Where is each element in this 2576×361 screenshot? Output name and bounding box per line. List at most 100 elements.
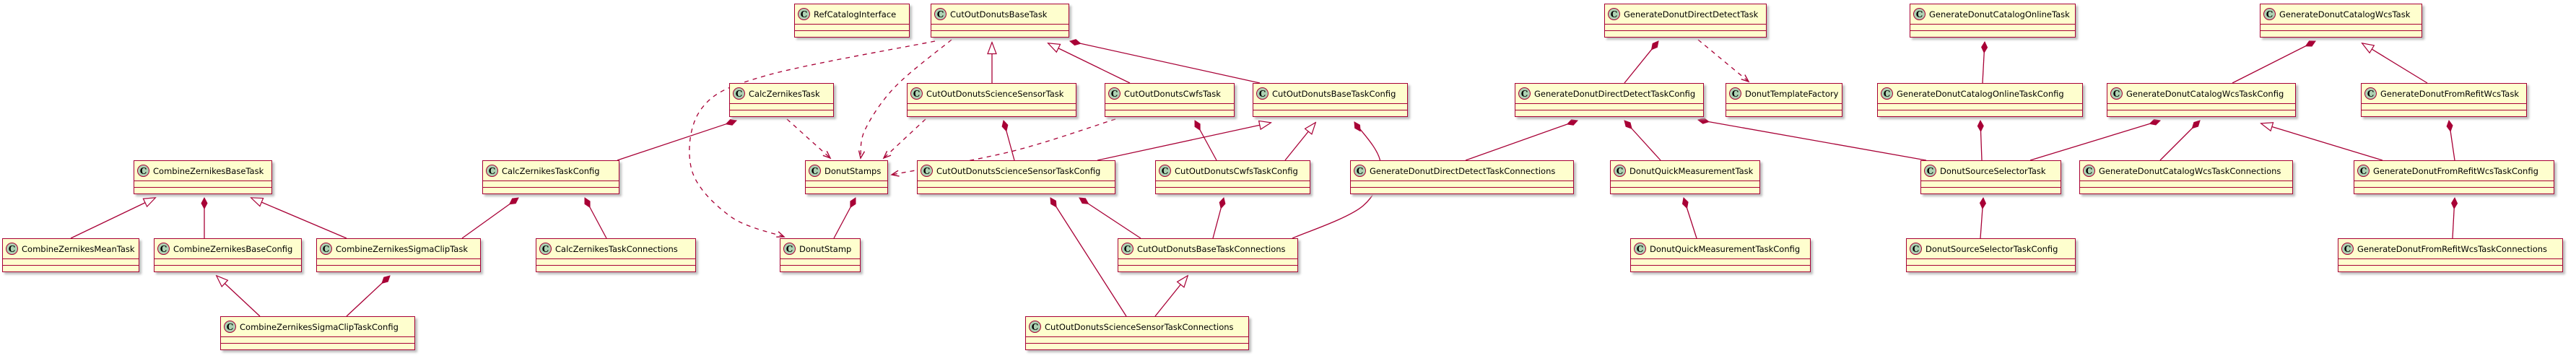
fields-compartment <box>2107 103 2295 110</box>
fields-compartment <box>134 180 271 187</box>
methods-compartment <box>221 343 414 349</box>
class-name-label: DonutStamp <box>799 243 852 254</box>
class-name-label: CutOutDonutsCwfsTask <box>1124 88 1221 99</box>
class-circle-icon: C <box>798 8 810 20</box>
edge-compose-DonutSourceSelectorTask-to-GenerateDonutDirectDetectTaskConfig <box>1698 120 1927 161</box>
edge-depend-CutOutDonutsBaseTask-to-DonutStamps <box>858 39 952 160</box>
methods-compartment <box>1907 265 2075 271</box>
class-name-label: GenerateDonutCatalogWcsTaskConnections <box>2099 165 2281 176</box>
class-name-label: CutOutDonutsBaseTaskConfig <box>1272 88 1396 99</box>
class-circle-icon: C <box>6 243 18 255</box>
edge-compose-DonutSourceSelectorTask-to-GenerateDonutCatalogOnlineTaskConfig <box>1980 121 1982 161</box>
class-name-label: CalcZernikesTask <box>749 88 820 99</box>
methods-compartment <box>155 265 301 271</box>
class-circle-icon: C <box>224 321 236 333</box>
class-circle-icon: C <box>137 165 149 177</box>
edge-compose-CalcZernikesTaskConfig-to-CalcZernikesTask <box>617 121 736 161</box>
edge-inherit-CutOutDonutsScienceSensorTaskConfig-to-CutOutDonutsBaseTaskConfig <box>1097 123 1271 161</box>
methods-compartment <box>1118 265 1297 271</box>
edge-inherit-CombineZernikesSigmaClipTask-to-CombineZernikesBaseTask <box>251 198 347 239</box>
class-name-label: GenerateDonutCatalogWcsTask <box>2279 9 2411 19</box>
fields-compartment <box>1605 24 1766 30</box>
class-box-CombineZernikesMeanTask[interactable]: C CombineZernikesMeanTask <box>2 238 139 272</box>
class-circle-icon: C <box>783 243 796 255</box>
class-box-CalcZernikesTask[interactable]: C CalcZernikesTask <box>729 83 834 117</box>
fields-compartment <box>1910 24 2075 30</box>
edge-compose-CutOutDonutsBaseTaskConfig-to-CutOutDonutsBaseTask <box>1070 41 1261 84</box>
class-circle-icon: C <box>1159 165 1171 177</box>
class-name-label: DonutTemplateFactory <box>1745 88 1839 99</box>
class-name-label: CombineZernikesMeanTask <box>22 243 135 254</box>
class-name-label: DonutSourceSelectorTask <box>1940 165 2046 176</box>
class-title: C CalcZernikesTask <box>730 84 833 103</box>
methods-compartment <box>2338 265 2562 271</box>
class-circle-icon: C <box>1614 165 1626 177</box>
class-circle-icon: C <box>733 87 745 100</box>
methods-compartment <box>317 265 480 271</box>
edge-compose-CombineZernikesSigmaClipTaskConfig-to-CombineZernikesSigmaClipTask <box>346 276 390 317</box>
class-name-label: DonutQuickMeasurementTaskConfig <box>1650 243 1801 254</box>
class-name-label: GenerateDonutDirectDetectTaskConfig <box>1534 88 1696 99</box>
methods-compartment <box>1351 187 1573 193</box>
class-name-label: GenerateDonutDirectDetectTaskConnections <box>1370 165 1556 176</box>
methods-compartment <box>1156 187 1310 193</box>
fields-compartment <box>317 258 480 265</box>
class-circle-icon: C <box>910 87 923 100</box>
methods-compartment <box>483 187 619 193</box>
class-name-label: GenerateDonutFromRefitWcsTaskConnections <box>2357 243 2548 254</box>
class-circle-icon: C <box>1910 243 1922 255</box>
fields-compartment <box>2260 24 2421 30</box>
methods-compartment <box>2080 187 2292 193</box>
edge-compose-DonutSourceSelectorTask-to-GenerateDonutCatalogWcsTaskConfig <box>2029 121 2160 161</box>
edge-compose-CutOutDonutsBaseTaskConnections-to-CutOutDonutsCwfsTaskConfig <box>1212 198 1224 239</box>
methods-compartment <box>1921 187 2061 193</box>
methods-compartment <box>1105 110 1234 116</box>
methods-compartment <box>918 187 1115 193</box>
edge-compose-CutOutDonutsScienceSensorTaskConnections-to-CutOutDonutsScienceSensorTaskConfig <box>1050 198 1127 317</box>
class-circle-icon: C <box>2357 165 2370 177</box>
edge-compose-DonutQuickMeasurementTaskConfig-to-DonutQuickMeasurementTask <box>1684 198 1697 239</box>
